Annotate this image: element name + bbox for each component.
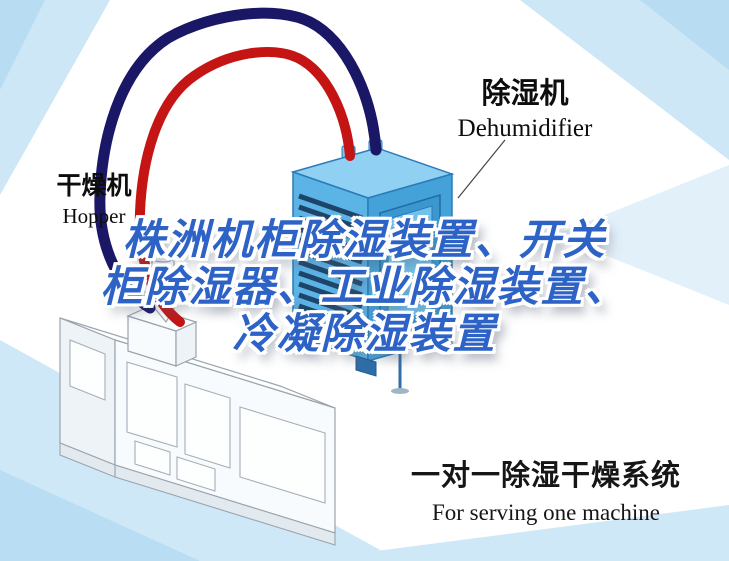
- machine-end-panel: [69, 339, 106, 401]
- caption-cn: 一对一除湿干燥系统: [410, 460, 681, 492]
- background-wedge: [520, 0, 729, 160]
- dehumidifier-stand-base: [391, 388, 409, 394]
- machine-door-panel: [126, 361, 178, 448]
- system-caption: 一对一除湿干燥系统 For serving one machine: [400, 452, 692, 526]
- dehumidifier-foot: [435, 331, 453, 351]
- machine-door-panel: [134, 440, 171, 476]
- background-wedge: [555, 165, 729, 305]
- hopper-label-cn: 干燥机: [56, 172, 132, 200]
- red-hose: [134, 47, 355, 327]
- machine-door-panel: [176, 456, 216, 492]
- dehumidifier-callout: 除湿机 Dehumidifier: [420, 70, 630, 143]
- machine-door-panel: [239, 406, 326, 504]
- dehumidifier-label-en: Dehumidifier: [457, 115, 593, 142]
- background-wedge: [0, 0, 45, 90]
- dehumidifier-side-panel-inner: [387, 205, 433, 328]
- page-title: 株洲机柜除湿装置、开关 柜除湿器、工业除湿装置、 冷凝除湿装置: [0, 216, 729, 357]
- background-wedge: [0, 0, 110, 195]
- dehumidifier-foot: [355, 355, 377, 377]
- dehumidifier-illustration: [290, 139, 455, 394]
- title-line-3: 冷凝除湿装置: [232, 310, 497, 357]
- background-wedge: [640, 0, 729, 70]
- title-line-1: 株洲机柜除湿装置、开关: [122, 216, 607, 263]
- label-leader-line: [457, 139, 506, 199]
- dehumidifier-foot: [295, 332, 313, 353]
- machine-illustration: [59, 253, 336, 546]
- machine-door-panel: [184, 383, 231, 469]
- hopper-label-en: Hopper: [62, 204, 126, 228]
- connection-hoses: [94, 7, 382, 327]
- title-line-2: 柜除湿器、工业除湿装置、: [100, 263, 629, 310]
- hopper-callout: 干燥机 Hopper: [20, 166, 168, 229]
- background-wedge: [300, 505, 729, 561]
- dehumidifier-label-cn: 除湿机: [481, 78, 569, 110]
- vent-louvers: [298, 193, 363, 342]
- navy-hose: [94, 7, 382, 314]
- background-wedge: [0, 470, 200, 561]
- caption-en: For serving one machine: [431, 500, 661, 525]
